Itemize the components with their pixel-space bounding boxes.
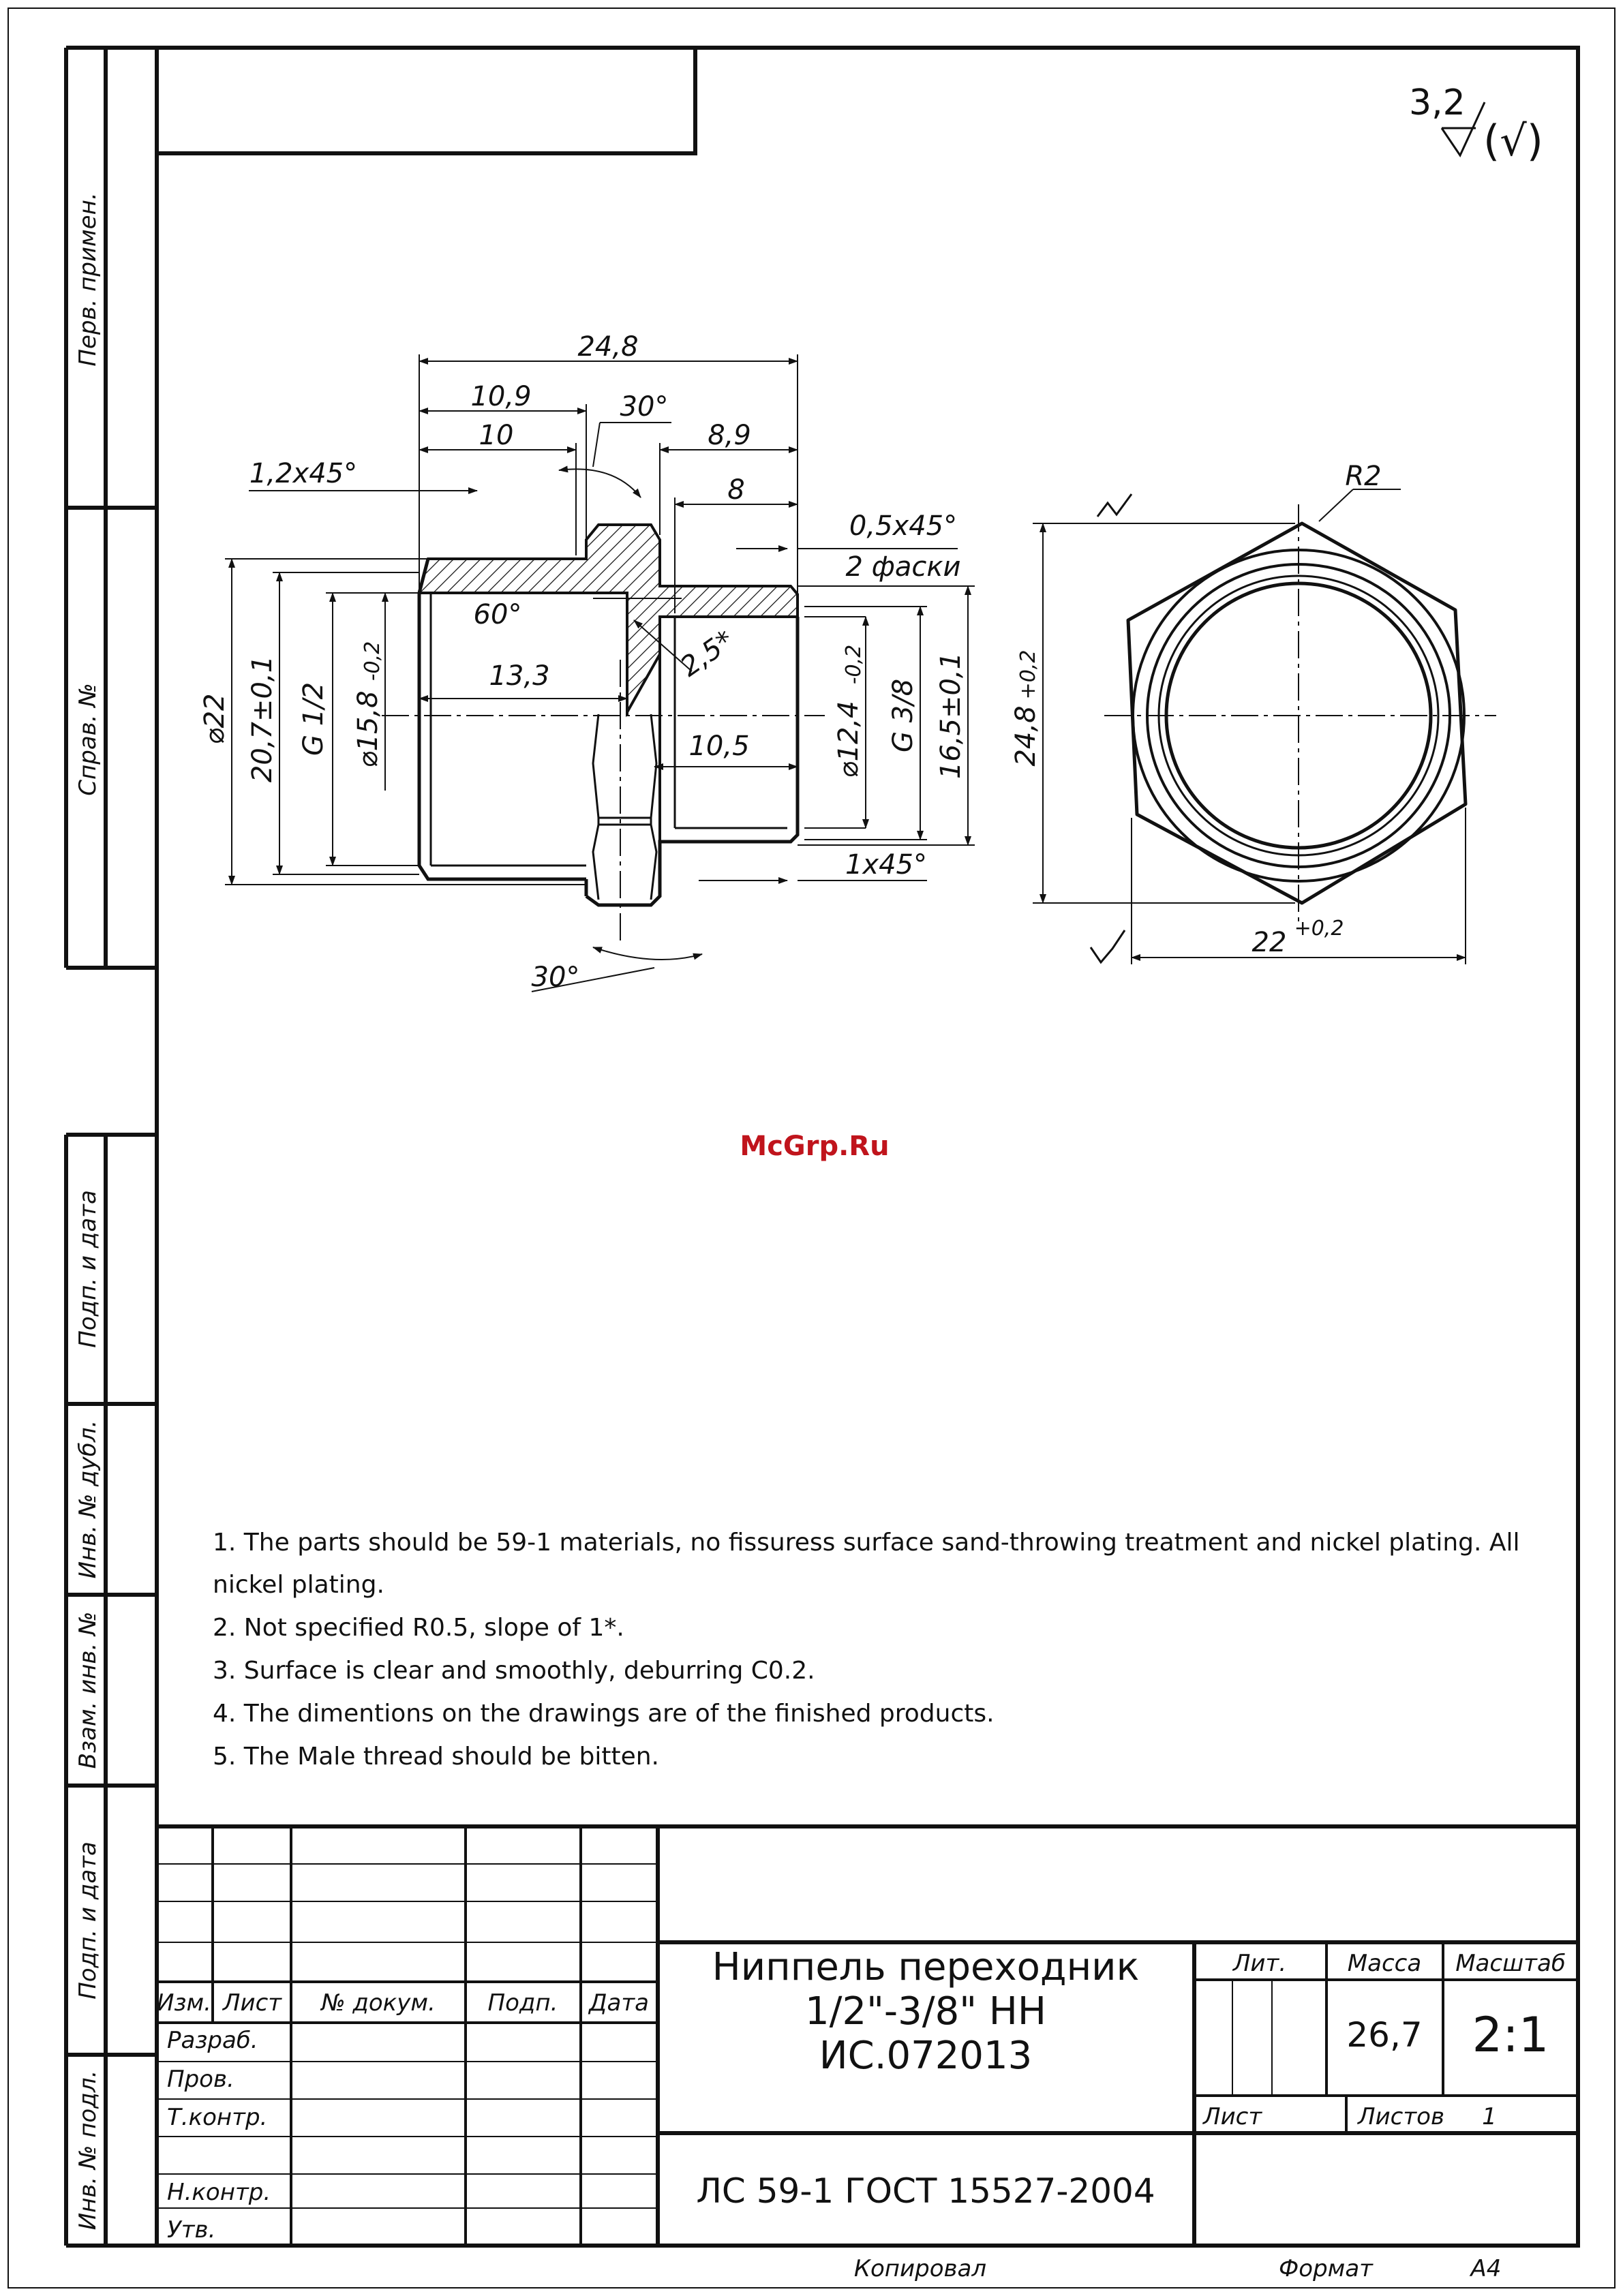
dim-10-5: 10,5 (688, 731, 749, 762)
title-block (157, 1824, 1578, 2246)
technical-notes: 1. The parts should be 59-1 materials, n… (213, 1529, 1520, 1771)
tb-material: ЛС 59-1 ГОСТ 15527-2004 (696, 2171, 1155, 2211)
dim-chamfer-right: 0,5x45° (849, 510, 957, 542)
front-view (382, 523, 825, 940)
side-dimensions (1033, 489, 1466, 964)
dim-dia-12-4: ⌀12,4 (833, 701, 864, 778)
side-view (1104, 504, 1496, 927)
dim-dia-16-5: 16,5±0,1 (935, 652, 967, 779)
side-stamp-labels: Перв. примен. Справ. № Подп. и дата Инв.… (74, 192, 102, 2230)
side-label-vzam: Взам. инв. № (74, 1612, 102, 1769)
dim-8: 8 (727, 474, 744, 506)
dim-8-9: 8,9 (708, 420, 751, 451)
dim-thread-g38: G 3/8 (888, 679, 919, 752)
sheet-frame (7, 7, 1616, 2289)
tb-title-2: 1/2"-3/8" НН (805, 1989, 1046, 2034)
side-dim-text: R2 24,8 +0,2 22 +0,2 (1010, 461, 1382, 958)
side-label-inv-dubl: Инв. № дубл. (74, 1420, 102, 1579)
side-label-perv: Перв. примен. (74, 192, 102, 366)
dim-angle-top: 30° (620, 391, 669, 423)
dim-chamfer-bottom: 1x45° (845, 849, 927, 881)
dim-groove: 2,5* (675, 625, 740, 684)
tb-role-razrab: Разраб. (167, 2027, 258, 2054)
watermark: McGrp.Ru (740, 1131, 889, 1162)
tb-lit-label: Лит. (1232, 1950, 1286, 1977)
tb-sheets-value: 1 (1482, 2103, 1497, 2130)
section-hatch (417, 523, 799, 718)
side-dim-height: 24,8 (1010, 705, 1042, 766)
tb-col-doc: № докум. (320, 1989, 436, 2017)
dim-tol-12-4: -0,2 (842, 645, 866, 685)
tb-role-prov: Пров. (167, 2066, 234, 2093)
tb-role-tkontr: Т.контр. (167, 2104, 267, 2131)
tb-sheet-label: Лист (1202, 2103, 1262, 2130)
side-label-inv-podl: Инв. № подл. (74, 2070, 102, 2231)
dim-thread-g12: G 1/2 (298, 682, 329, 756)
dim-total-length: 24,8 (577, 331, 638, 363)
roughness-rest: (√) (1483, 116, 1543, 166)
side-dim-radius: R2 (1345, 461, 1381, 492)
roughness-symbol: 3,2 (√) (1409, 82, 1543, 166)
footer-format-label: Формат (1279, 2255, 1374, 2282)
footer-copied: Копировал (854, 2255, 986, 2282)
note-line-1: 1. The parts should be 59-1 materials, n… (213, 1529, 1520, 1557)
side-label-sprav: Справ. № (74, 683, 102, 795)
tb-role-utv: Утв. (167, 2216, 215, 2244)
tb-scale-label: Масштаб (1455, 1950, 1566, 1977)
note-line-5: 5. The Male thread should be bitten. (213, 1743, 659, 1771)
side-label-podp-1: Подп. и дата (74, 1190, 102, 1348)
note-line-4: 4. The dimentions on the drawings are of… (213, 1700, 995, 1728)
tb-title-1: Ниппель переходник (712, 1945, 1140, 1989)
tb-col-list: Лист (222, 1989, 282, 2017)
dim-10-9: 10,9 (470, 381, 531, 412)
dim-angle-bottom: 30° (532, 962, 580, 993)
dim-10: 10 (479, 420, 514, 451)
tb-col-izm: Изм. (157, 1989, 211, 2017)
tb-mass-value: 26,7 (1346, 2015, 1422, 2055)
side-stamp (64, 46, 157, 2248)
tb-sheets-label: Листов (1356, 2103, 1444, 2130)
tb-title-3: ИС.072013 (819, 2034, 1033, 2078)
front-dim-text: 24,8 10,9 10 30° 8,9 8 1,2x45° 0,5x45° 2… (199, 331, 967, 993)
tb-col-podp: Подп. (488, 1989, 558, 2017)
dim-chamfer-note: 2 фаски (845, 551, 960, 583)
note-line-2: 2. Not specified R0.5, slope of 1*. (213, 1614, 624, 1642)
dim-angle-inner: 60° (474, 599, 522, 630)
tb-role-nkontr: Н.контр. (167, 2179, 271, 2206)
side-dim-height-tol: +0,2 (1016, 650, 1040, 700)
tb-col-date: Дата (588, 1989, 649, 2017)
dim-tol-15-8: -0,2 (361, 641, 384, 682)
footer-format-value: А4 (1470, 2255, 1502, 2282)
hex-outline (1126, 521, 1468, 905)
front-dimensions (225, 354, 975, 992)
note-line-1b: nickel plating. (213, 1571, 384, 1599)
side-label-podp-2: Подп. и дата (74, 1841, 102, 2000)
dim-dia-22: ⌀22 (199, 694, 230, 745)
dim-dia-15-8: ⌀15,8 (352, 690, 384, 767)
side-dim-width: 22 (1252, 927, 1287, 958)
dim-dia-20-7: 20,7±0,1 (247, 656, 278, 782)
title-block-text: Изм. Лист № докум. Подп. Дата Разраб. Пр… (157, 1945, 1566, 2282)
dim-chamfer-left: 1,2x45° (249, 458, 357, 489)
tb-scale-value: 2:1 (1472, 2007, 1549, 2063)
dim-13-3: 13,3 (489, 660, 549, 692)
side-dim-width-tol: +0,2 (1294, 917, 1344, 940)
note-line-3: 3. Surface is clear and smoothly, deburr… (213, 1657, 815, 1685)
roughness-value: 3,2 (1409, 82, 1466, 123)
tb-mass-label: Масса (1348, 1950, 1421, 1977)
